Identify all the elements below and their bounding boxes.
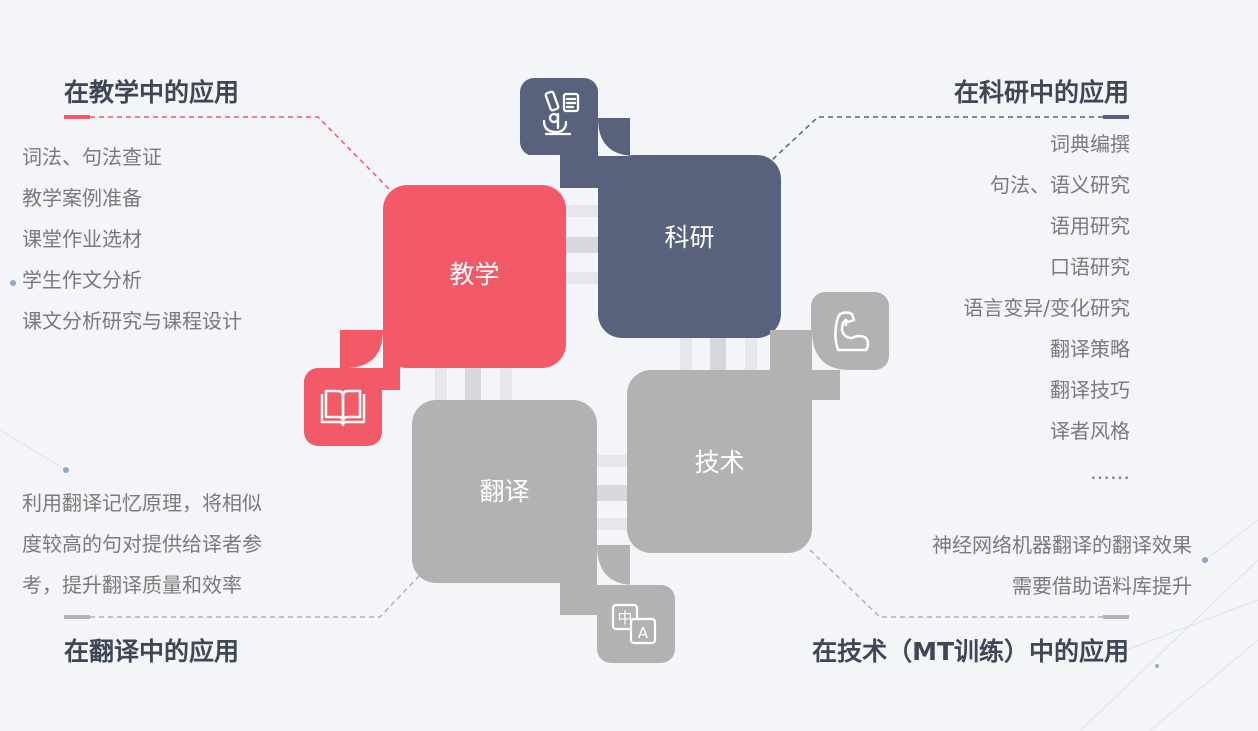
paragraph-line: 利用翻译记忆原理，将相似 (22, 491, 262, 515)
teaching-list: 词法、句法查证 教学案例准备 课堂作业选材 学生作文分析 课文分析研究与课程设计 (22, 137, 242, 342)
a-glyph: A (638, 624, 649, 642)
list-item: 口语研究 (1050, 255, 1130, 279)
list-item: 教学案例准备 (22, 186, 142, 210)
research-block (520, 78, 781, 338)
list-item: 语用研究 (1050, 214, 1130, 238)
microscope-icon (542, 90, 580, 136)
network-dot (1202, 557, 1208, 563)
research-title-accent (1103, 115, 1129, 119)
research-list: 词典编撰 句法、语义研究 语用研究 口语研究 语言变异/变化研究 翻译策略 翻译… (963, 124, 1130, 493)
paragraph-line: 神经网络机器翻译的翻译效果 (932, 533, 1192, 557)
paragraph-line: 需要借助语料库提升 (1012, 574, 1192, 598)
research-section-title: 在科研中的应用 (953, 78, 1129, 107)
paragraph-line: 考，提升翻译质量和效率 (22, 573, 242, 597)
network-dot (10, 280, 16, 286)
corner-cutouts (345, 118, 850, 585)
network-dot (1155, 664, 1159, 668)
list-item: 翻译技巧 (1050, 378, 1130, 402)
list-item: 课堂作业选材 (22, 227, 142, 251)
research-block-label: 科研 (664, 223, 715, 252)
list-item: 学生作文分析 (22, 268, 142, 292)
list-item: 译者风格 (1050, 419, 1130, 443)
book-icon (320, 389, 366, 427)
translation-block-label: 翻译 (479, 477, 530, 506)
zh-glyph: 中 (617, 609, 632, 627)
translation-description: 利用翻译记忆原理，将相似 度较高的句对提供给译者参 考，提升翻译质量和效率 (22, 483, 262, 606)
network-decoration (0, 429, 1258, 731)
translation-section-title: 在翻译中的应用 (64, 637, 240, 666)
list-item: 词法、句法查证 (22, 145, 162, 169)
research-leader-line (771, 116, 1103, 161)
teaching-leader-line (90, 116, 391, 191)
list-item: 课文分析研究与课程设计 (22, 309, 242, 333)
arm-icon (834, 311, 870, 352)
list-item: 语言变异/变化研究 (963, 296, 1130, 320)
tech-leader-line (807, 547, 1103, 618)
connector-bands (435, 205, 757, 530)
tech-section-title: 在技术（MT训练）中的应用 (812, 637, 1129, 666)
teaching-title-accent (64, 115, 90, 119)
tech-description: 神经网络机器翻译的翻译效果 需要借助语料库提升 (932, 525, 1192, 607)
tech-block-label: 技术 (694, 448, 745, 477)
teaching-section-title: 在教学中的应用 (64, 78, 240, 107)
translate-icon: 中 A (611, 603, 657, 645)
teaching-block-label: 教学 (449, 260, 500, 289)
paragraph-line: 度较高的句对提供给译者参 (22, 532, 262, 556)
tech-title-accent (1103, 615, 1129, 619)
list-item: 词典编撰 (1050, 132, 1130, 156)
translation-leader-line (90, 574, 421, 618)
list-item: 句法、语义研究 (990, 173, 1130, 197)
translation-title-accent (64, 615, 90, 619)
tech-block (627, 292, 889, 553)
list-item: 翻译策略 (1050, 337, 1130, 361)
network-dot (63, 467, 69, 473)
list-item: …… (1090, 460, 1130, 484)
